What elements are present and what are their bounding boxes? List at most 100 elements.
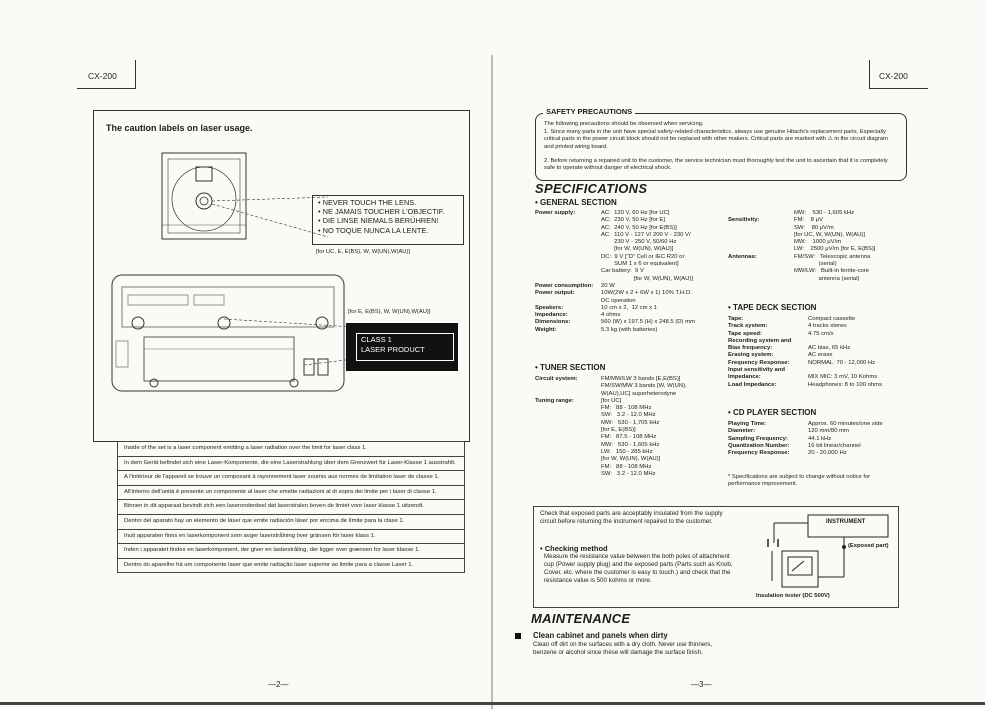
right-page: CX-200 SAFETY PRECAUTIONS The following … <box>493 0 985 709</box>
spec-value: FM/SW: Telescopic antenna (serial) MW/LW… <box>794 253 871 282</box>
caution-text-de: In dem Gerät befindet sich eine Laser-Ko… <box>118 457 464 472</box>
insulation-tester-diagram <box>767 514 889 588</box>
set-rear-drawing <box>111 274 354 392</box>
spec-label: Sampling Frequency: <box>728 435 788 442</box>
laser-warning-note: [for UC, E, E(BS), W, W(UN),W(AU)] <box>316 249 411 255</box>
spec-value: Compact cassette <box>808 316 856 322</box>
right-model-label: CX-200 <box>879 71 908 81</box>
laser-warning-0: • NEVER TOUCH THE LENS. <box>318 198 417 207</box>
spec-label: Impedance: <box>535 312 568 319</box>
cd-mechanism-drawing <box>161 152 329 240</box>
spec-value: 20 W <box>601 282 615 289</box>
spec-label <box>728 210 794 217</box>
insulation-tester-label: Insulation tester (DC 500V) <box>756 593 830 599</box>
spec-value: 120 mm/80 mm <box>808 428 849 435</box>
spec-value <box>808 338 908 345</box>
spec-value: 16 bit linear/channel <box>808 442 861 449</box>
tape-spec-table: Tape: Compact cassette Track system: 4 t… <box>728 316 908 389</box>
maintenance-item-title: Clean cabinet and panels when dirty <box>533 631 668 640</box>
spec-value: MW: 530 - 1,605 kHz <box>794 210 855 216</box>
spec-value <box>808 367 908 374</box>
spec-label: Tape speed: <box>728 330 762 337</box>
caution-title: The caution labels on laser usage. <box>106 123 253 133</box>
caution-translations: Inside of the set is a laser component e… <box>117 441 465 574</box>
spec-label: Recording system and <box>728 337 792 344</box>
safety-title: SAFETY PRECAUTIONS <box>543 107 636 116</box>
maintenance-bullet-icon <box>515 633 521 639</box>
class1-note: [for E, E(BS), W, W(UN),W(AU)] <box>348 309 431 315</box>
spec-label: Playing Time: <box>728 421 767 427</box>
spec-value: 4 ohms <box>601 312 621 319</box>
spec-value: 560 (W) x 197.5 (H) x 248.5 (D) mm <box>601 319 695 326</box>
spec-label: Frequency Response: <box>728 450 790 457</box>
cd-spec-table: Playing Time: Approx. 60 minutes/one sid… <box>728 421 908 457</box>
spec-label: Frequency Response: <box>728 359 790 366</box>
spec-value: AC: 120 V, 60 Hz [for UC] AC: 230 V, 50 … <box>601 210 693 282</box>
spec-label: Input sensitivity and <box>728 367 785 374</box>
spec-value: Headphones: 8 to 100 ohms <box>808 381 883 388</box>
spec-label: Tape: <box>728 316 744 322</box>
spec-label: Bias frequency: <box>728 345 773 352</box>
left-page: CX-200 The caution labels on laser usage… <box>0 0 492 709</box>
left-page-number: —2— <box>268 680 289 689</box>
safety-item-1: 1. Since many parts in the unit have spe… <box>544 129 888 150</box>
general-spec-table: Power supply: AC: 120 V, 60 Hz [for UC] … <box>535 210 725 334</box>
tuner-spec-table: Circuit system: FM/MW/LW 3 bands [E,E(BS… <box>535 376 725 478</box>
instrument-label: INSTRUMENT <box>826 519 866 525</box>
class1-line-0: CLASS 1 <box>361 335 392 344</box>
caution-text-pt: Dentro do aparelho há um componente lase… <box>124 561 414 568</box>
cd-section-heading: • CD PLAYER SECTION <box>728 408 817 417</box>
caution-text-nl: Binnen in dit apparaat bevindt zich een … <box>118 500 464 515</box>
caution-text-fr: A l'intérieur de l'appareil se trouve un… <box>118 471 464 486</box>
spec-label: Diameter: <box>728 428 756 435</box>
spec-value: FM/MW/LW 3 bands [E,E(BS)] FM/SW/MW 3 ba… <box>601 376 687 397</box>
spec-value: MIX MIC: 3 mV, 10 Kohms <box>808 374 878 381</box>
spec-label: Dimensions: <box>535 319 571 326</box>
laser-warning-1: • NE JAMAIS TOUCHER L'OBJECTIF. <box>318 207 445 217</box>
spec-value: 10 cm x 2, 12 cm x 1 <box>601 304 657 311</box>
spec-value: 44.1 kHz <box>808 435 832 442</box>
left-model-tab <box>77 60 136 89</box>
laser-warning-2: • DIE LINSE NIEMALS BERÜHREN! <box>318 216 439 226</box>
safety-intro: The following precautions should be obse… <box>544 121 704 127</box>
caution-text-es: Dentro del aparato hay un elemento de lá… <box>118 515 464 530</box>
spec-value: Approx. 60 minutes/one side <box>808 421 883 427</box>
maintenance-item-text: Clean off dirt on the surfaces with a dr… <box>533 641 713 656</box>
maintenance-heading: MAINTENANCE <box>531 611 631 626</box>
caution-text-sv: Inuti apparaten finns en laserkomponent … <box>118 530 464 545</box>
bottom-edge <box>0 702 985 705</box>
general-section-heading: • GENERAL SECTION <box>535 198 617 207</box>
check-method-title: • Checking method <box>540 544 608 553</box>
spec-label: Load Impedance: <box>728 381 777 388</box>
spec-value: 5.3 kg (with batteries) <box>601 326 658 333</box>
spec-label: Sensitivity: <box>728 217 760 224</box>
spec-label: Circuit system: <box>535 376 578 382</box>
spec-label: Power consumption: <box>535 282 594 289</box>
spec-change-note: * Specifications are subject to change w… <box>728 474 871 488</box>
page-gutter <box>491 55 493 709</box>
spec-label: Impedance: <box>728 374 761 381</box>
laser-warning-box: • NEVER TOUCH THE LENS. • NE JAMAIS TOUC… <box>312 195 464 245</box>
tuner-section-heading: • TUNER SECTION <box>535 363 606 372</box>
spec-value: 4 tracks stereo <box>808 323 847 330</box>
spec-value: AC bias, 65 kHz <box>808 345 851 352</box>
caution-text-da: Inden i apparatet findes en laserkompone… <box>118 544 464 559</box>
spec-label: Power supply: <box>535 210 576 216</box>
tape-section-heading: • TAPE DECK SECTION <box>728 303 817 312</box>
caution-text-en: Inside of the set is a laser component e… <box>118 442 464 457</box>
spec-label: Power output: <box>535 290 575 297</box>
spec-label: Quantization Number: <box>728 442 790 449</box>
laser-warning-3: • NO TOQUE NUNCA LA LENTE. <box>318 225 429 235</box>
spec-value: 4.75 cm/s <box>808 330 834 337</box>
spec-label: Erasing system: <box>728 352 774 359</box>
specifications-heading: SPECIFICATIONS <box>535 181 648 196</box>
class1-label-inner: CLASS 1 LASER PRODUCT <box>356 333 454 361</box>
right-page-number: —3— <box>691 680 712 689</box>
class1-line-1: LASER PRODUCT <box>361 345 425 354</box>
spec-value: NORMAL: 70 - 12,000 Hz <box>808 359 876 366</box>
safety-item-2: 2. Before returning a repaired unit to t… <box>544 158 888 172</box>
check-intro: Check that exposed parts are acceptably … <box>540 510 723 525</box>
left-model-label: CX-200 <box>88 71 117 81</box>
spec-label: Speakers: <box>535 304 564 311</box>
right-model-tab <box>869 60 928 89</box>
